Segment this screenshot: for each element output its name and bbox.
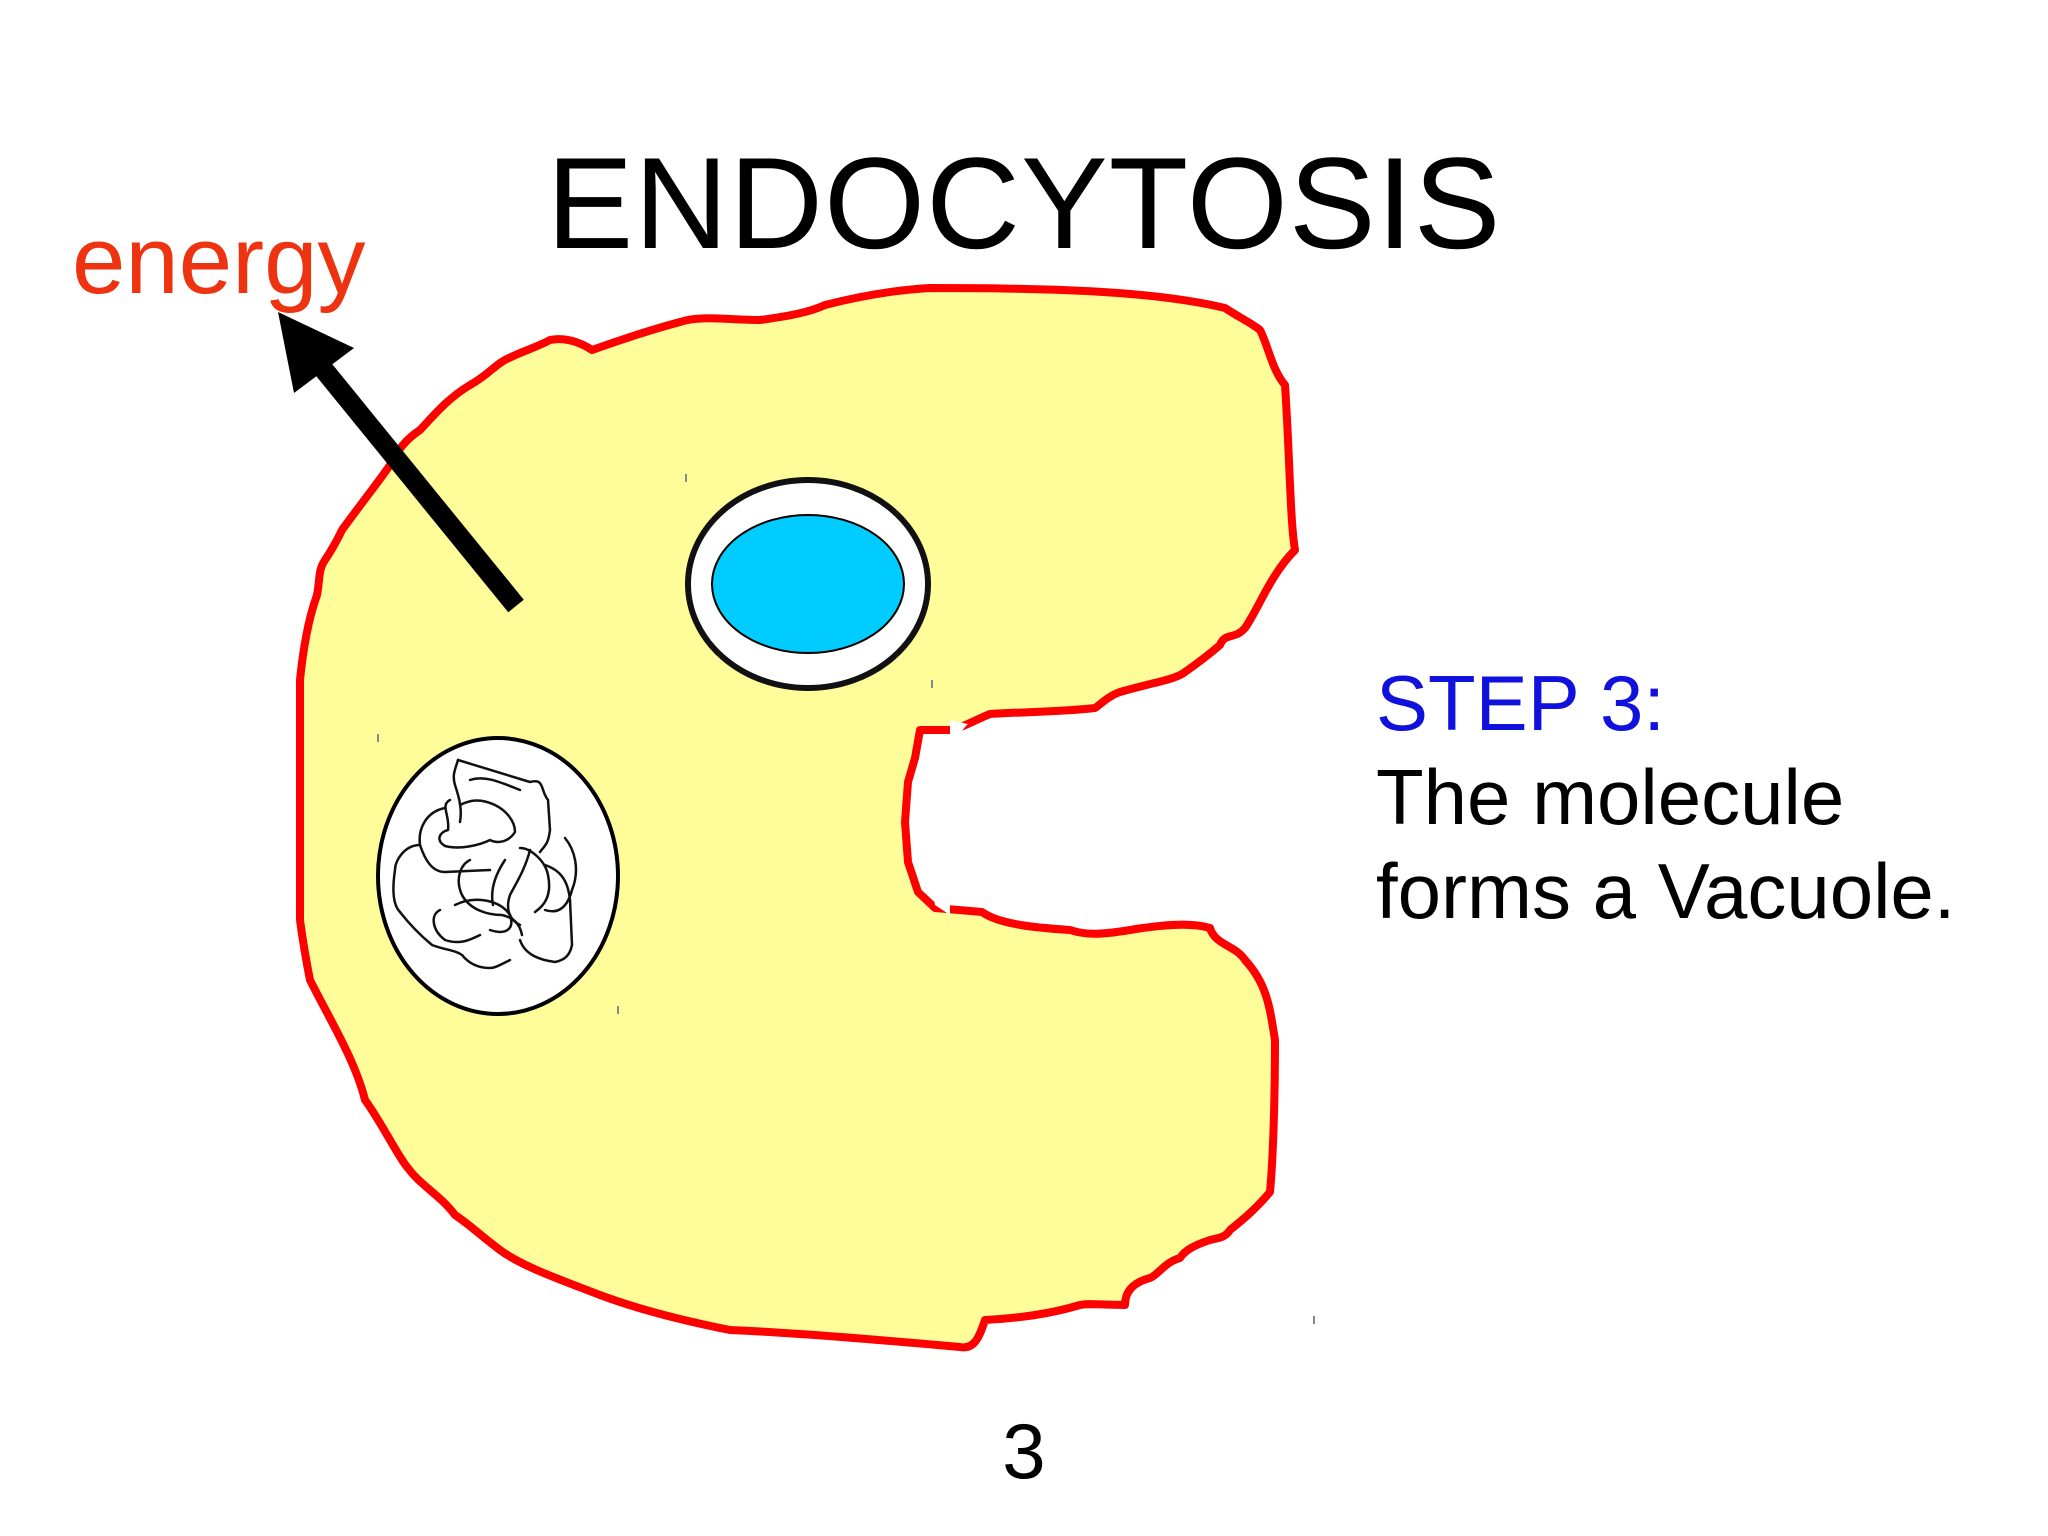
chromatin: [392, 758, 578, 970]
vacuole: [711, 514, 905, 654]
cell-membrane: [296, 284, 1299, 1352]
stray-marks: [377, 474, 1315, 1324]
energy-label: energy: [72, 207, 366, 314]
step-heading: STEP 3:: [1376, 659, 1666, 747]
page-number: 3: [1002, 1407, 1046, 1495]
arrow-up-left-icon: [278, 312, 524, 613]
step-description-line2: forms a Vacuole.: [1376, 847, 1956, 935]
slide-title: ENDOCYTOSIS: [546, 130, 1502, 276]
nucleus: [376, 736, 620, 1016]
step-description-line1: The molecule: [1376, 753, 1845, 841]
membrane-gap: [931, 720, 968, 915]
